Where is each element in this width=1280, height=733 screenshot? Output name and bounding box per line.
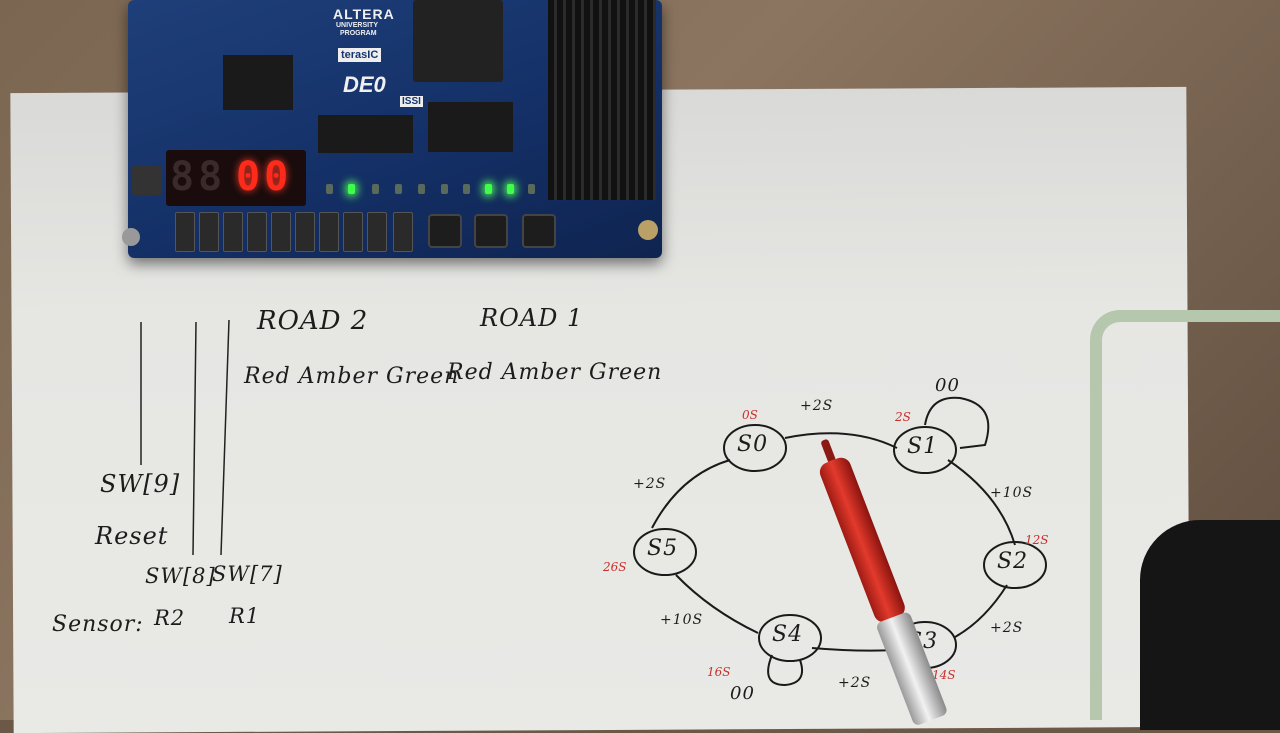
seven-segment-housing: [166, 150, 306, 206]
self-loop-s1: [924, 396, 990, 449]
led-9: [528, 184, 535, 194]
state-time-s0: 0S: [742, 408, 758, 422]
transition-label-5: +2S: [633, 476, 667, 492]
state-label-s4: S4: [772, 622, 804, 647]
transition-label-0: +2S: [800, 398, 834, 414]
pen-tip: [820, 438, 836, 462]
model-label: DE0: [343, 72, 386, 97]
slide-switch-sw5[interactable]: [271, 212, 291, 252]
r2-label: R2: [154, 606, 186, 630]
state-circle-s5: [633, 528, 697, 576]
gpio-header: [548, 0, 656, 200]
led-4: [418, 184, 425, 194]
led-0: [326, 184, 333, 194]
state-label-s0: S0: [737, 432, 769, 457]
seven-segment-display: 00: [236, 154, 293, 200]
slide-switch-sw2[interactable]: [343, 212, 363, 252]
led-1: [348, 184, 355, 194]
slide-switch-sw6[interactable]: [247, 212, 267, 252]
de0-fpga-board: ALTERA UNIVERSITY PROGRAM terasIC DE0 IS…: [122, 0, 662, 258]
state-circle-s4: [758, 614, 822, 662]
state-diagram-arrows: [651, 396, 1016, 687]
reset-label: Reset: [95, 522, 169, 550]
road1-heading: ROAD 1: [480, 304, 584, 332]
state-time-s4: 16S: [707, 665, 731, 679]
state-time-s3: 14S: [932, 668, 956, 682]
brand-label: ALTERA: [333, 6, 395, 22]
state-label-s5: S5: [647, 536, 679, 561]
slide-switch-sw1[interactable]: [367, 212, 387, 252]
road2-lights-label: Red Amber Green: [244, 364, 460, 389]
flash-chip: [428, 102, 513, 152]
green-clip-stand: [1090, 340, 1102, 720]
sensor-label: Sensor:: [52, 612, 144, 637]
vendor-logo: terasIC: [338, 48, 382, 62]
transition-label-4: +10S: [660, 612, 704, 628]
self-loop-label-1: 00: [730, 683, 755, 704]
memory-chip: [223, 55, 293, 110]
green-clip-holder: [1090, 310, 1280, 352]
dark-object: [1140, 520, 1280, 730]
issi-label: ISSI: [400, 96, 423, 107]
road1-lights-label: Red Amber Green: [447, 360, 663, 385]
fpga-chip: [413, 0, 503, 82]
r1-label: R1: [229, 604, 261, 628]
slide-switch-sw9[interactable]: [175, 212, 195, 252]
road2-heading: ROAD 2: [257, 306, 369, 336]
sw7-label: SW[7]: [212, 562, 283, 586]
transition-label-2: +2S: [990, 620, 1024, 636]
push-button-2[interactable]: [428, 214, 462, 248]
slide-switch-sw8[interactable]: [199, 212, 219, 252]
mount-screw-left: [122, 228, 140, 246]
push-button-1[interactable]: [474, 214, 508, 248]
sw8-label: SW[8]: [145, 564, 216, 588]
state-time-s1: 2S: [895, 410, 911, 424]
push-button-0[interactable]: [522, 214, 556, 248]
state-circle-s2: [983, 541, 1047, 589]
transition-label-3: +2S: [838, 675, 872, 691]
program-label-1: UNIVERSITY: [336, 22, 379, 29]
mount-screw-right: [638, 220, 658, 240]
led-7: [485, 184, 492, 194]
sw9-label: SW[9]: [100, 470, 181, 498]
program-label-2: PROGRAM: [340, 30, 377, 37]
slide-switch-sw7[interactable]: [223, 212, 243, 252]
led-5: [441, 184, 448, 194]
self-loop-label-0: 00: [935, 375, 960, 396]
transition-label-1: +10S: [990, 485, 1034, 501]
led-3: [395, 184, 402, 194]
state-time-s5: 26S: [603, 560, 627, 574]
led-6: [463, 184, 470, 194]
power-switch[interactable]: [132, 165, 162, 195]
state-label-s2: S2: [997, 549, 1029, 574]
led-8: [507, 184, 514, 194]
slide-switch-sw3[interactable]: [319, 212, 339, 252]
led-2: [372, 184, 379, 194]
slide-switch-sw4[interactable]: [295, 212, 315, 252]
state-circle-s0: [723, 424, 787, 472]
state-label-s1: S1: [907, 434, 939, 459]
self-loop-s4: [767, 654, 804, 687]
state-circle-s1: [893, 426, 957, 474]
state-time-s2: 12S: [1025, 533, 1049, 547]
slide-switch-sw0[interactable]: [393, 212, 413, 252]
sdram-chip: [318, 115, 413, 153]
seven-segment-off-digits: 88: [170, 154, 227, 200]
